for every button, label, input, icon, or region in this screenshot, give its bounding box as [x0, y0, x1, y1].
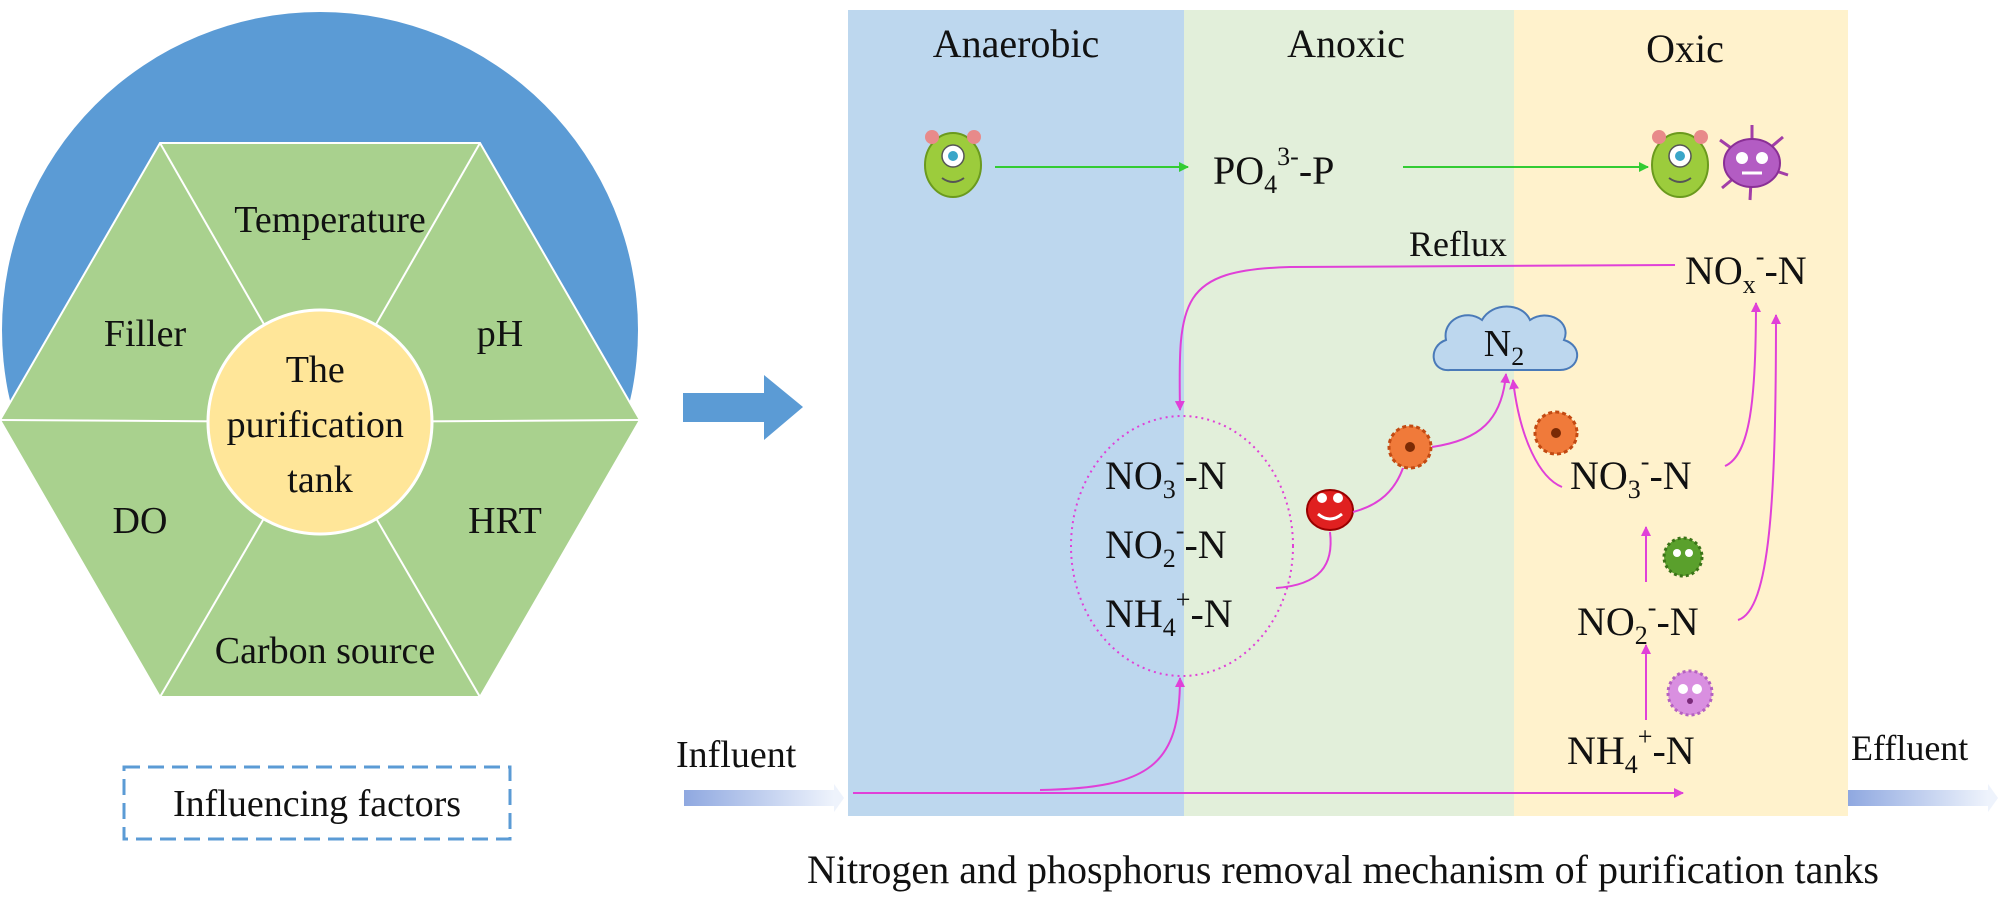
- zone-anoxic-label: Anoxic: [1287, 21, 1405, 66]
- pao-microbe-anaerobic-icon: [924, 130, 982, 198]
- no2-to-nox-arrow: [1737, 314, 1781, 621]
- influent-label: Influent: [676, 734, 797, 776]
- zone-anaerobic-label: Anaerobic: [933, 21, 1100, 66]
- factor-filler: Filler: [104, 313, 187, 355]
- phosphorus-pathway: PO43--P: [995, 142, 1649, 199]
- factor-carbon-source: Carbon source: [215, 630, 436, 672]
- red-to-orange-microbe-arrow: [1352, 467, 1404, 513]
- figure-caption: Nitrogen and phosphorus removal mechanis…: [807, 847, 1879, 892]
- factor-temperature: Temperature: [234, 199, 425, 241]
- species-po4: PO43--P: [1213, 142, 1334, 199]
- species-n2: N2: [1484, 323, 1524, 371]
- factor-do: DO: [113, 500, 168, 542]
- nitrogen-gas-cloud: N2: [1432, 305, 1579, 372]
- zone-anoxic: [1184, 10, 1514, 816]
- species-nh4-anoxic: NH4+-N: [1105, 585, 1233, 642]
- influencing-factors-panel: The purification tank Temperature pH HRT…: [0, 12, 642, 841]
- influencing-factors-caption: Influencing factors: [173, 783, 461, 825]
- green-nitrite-oxidizer-microbe-icon: [1662, 536, 1704, 578]
- effluent-arrow-bar: [1848, 790, 1988, 806]
- factor-hrt: HRT: [468, 500, 542, 542]
- purple-virus-microbe-icon: [1719, 125, 1789, 201]
- orange-to-n2-arrow: [1431, 373, 1511, 448]
- center-label: The purification tank: [227, 349, 414, 501]
- orange-denitrifier-microbe-icon: [1387, 424, 1433, 470]
- reflux-arrow: [1174, 264, 1676, 411]
- species-no3-anoxic: NO3--N: [1105, 447, 1227, 504]
- no3-to-nox-arrow: [1724, 302, 1761, 467]
- effluent-arrow-head: [1988, 784, 1998, 812]
- red-denitrifier-microbe-icon: [1306, 489, 1354, 531]
- influent-arrow-bar: [684, 790, 834, 806]
- nitrogen-pool-ellipse: [1070, 415, 1294, 677]
- pool-to-red-microbe-arrow: [1275, 531, 1332, 589]
- zone-anaerobic: [848, 10, 1184, 816]
- influencing-factors-box: [122, 765, 512, 841]
- factor-ph: pH: [477, 313, 523, 355]
- pao-microbe-oxic-icon: [1651, 130, 1709, 198]
- zone-oxic-label: Oxic: [1646, 26, 1724, 71]
- reflux-label: Reflux: [1409, 224, 1507, 264]
- species-no2-oxic: NO2--N: [1577, 593, 1699, 650]
- species-nh4-oxic: NH4+-N: [1567, 722, 1695, 779]
- orange-oxic-microbe-icon: [1533, 410, 1579, 456]
- transition-arrow: [683, 375, 803, 440]
- nitrogen-flow-arrows: [853, 264, 1781, 798]
- species-nox: NOx--N: [1685, 242, 1807, 299]
- oxic-no3-to-n2-arrow: [1509, 379, 1563, 488]
- effluent-label: Effluent: [1851, 728, 1968, 768]
- influent-to-pool-arrow: [1039, 677, 1185, 791]
- purification-tank-center: [206, 308, 434, 536]
- purple-ammonia-oxidizer-microbe-icon: [1666, 669, 1714, 717]
- species-no2-anoxic: NO2--N: [1105, 516, 1227, 573]
- species-no3-oxic: NO3--N: [1570, 447, 1692, 504]
- influent-arrow-head: [834, 784, 844, 812]
